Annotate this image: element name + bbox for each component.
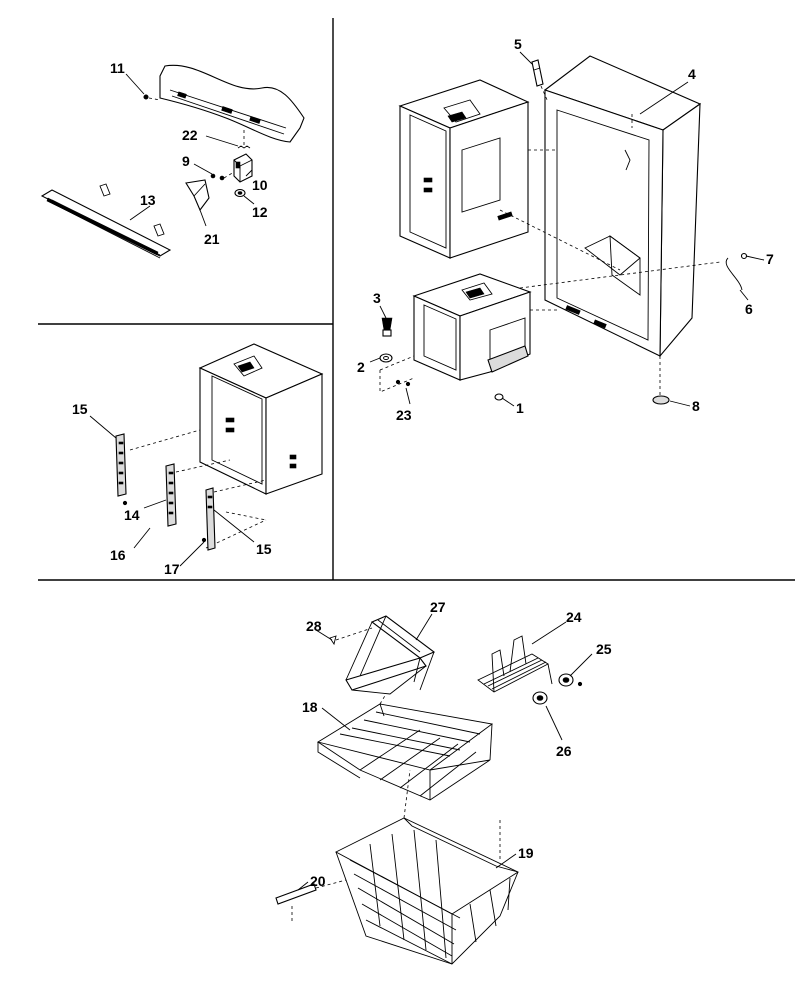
callout-12: 12 <box>252 204 268 220</box>
cabinet-4 <box>543 55 702 395</box>
callout-8: 8 <box>692 398 700 414</box>
screws-9 <box>210 171 235 181</box>
callout-25: 25 <box>596 641 612 657</box>
tube-6 <box>725 252 748 291</box>
callout-20: 20 <box>310 873 326 889</box>
foot-8 <box>652 395 670 405</box>
upper-liner <box>398 79 621 271</box>
screw-11 <box>143 94 161 101</box>
plug-1 <box>494 393 504 401</box>
callout-18: 18 <box>302 699 318 715</box>
bin-27 <box>345 615 436 695</box>
rail-14 <box>165 463 177 527</box>
shelf-rail-cutaway <box>159 64 305 143</box>
callout-9: 9 <box>182 153 190 169</box>
callout-11: 11 <box>110 60 125 76</box>
bracket-10 <box>233 153 253 183</box>
washer-2 <box>379 353 415 393</box>
spring-22 <box>237 130 251 149</box>
liner-with-rails <box>129 343 324 549</box>
callout-23: 23 <box>396 407 412 423</box>
rail-15-right <box>205 487 216 551</box>
leader-lines <box>89 51 765 891</box>
fitting-3 <box>381 317 393 337</box>
panel-dividers <box>38 18 795 581</box>
callout-14: 14 <box>124 507 140 523</box>
callout-15-a: 15 <box>72 401 88 417</box>
callout-17: 17 <box>164 561 180 577</box>
clip-28 <box>329 627 373 646</box>
callout-5: 5 <box>514 36 522 52</box>
basket-18 <box>316 703 494 801</box>
callout-28: 28 <box>306 618 322 634</box>
callout-2: 2 <box>357 359 365 375</box>
handle-20 <box>275 879 347 922</box>
roller-25 <box>558 673 583 687</box>
callout-6: 6 <box>745 301 753 317</box>
clip-21 <box>185 179 210 212</box>
callout-3: 3 <box>373 290 381 306</box>
callout-24: 24 <box>566 609 582 625</box>
callout-7: 7 <box>766 251 774 267</box>
callout-15-b: 15 <box>256 541 272 557</box>
screw-16 <box>122 500 128 506</box>
basket-19 <box>335 817 519 965</box>
washer-12 <box>234 188 246 198</box>
callout-16: 16 <box>110 547 126 563</box>
screw-17 <box>201 537 207 543</box>
rail-15-left <box>115 433 127 497</box>
guide-lines <box>379 693 501 860</box>
callout-26: 26 <box>556 743 572 759</box>
callout-27: 27 <box>430 599 446 615</box>
callout-4: 4 <box>688 66 696 82</box>
callout-22: 22 <box>182 127 198 143</box>
shelf-24 <box>477 635 553 693</box>
callout-19: 19 <box>518 845 534 861</box>
callout-21: 21 <box>204 231 220 247</box>
lower-liner <box>412 261 721 381</box>
trim-13 <box>40 183 172 259</box>
pin-5 <box>531 59 549 103</box>
screws-23 <box>395 379 411 387</box>
callout-1: 1 <box>516 400 524 416</box>
callout-13: 13 <box>140 192 156 208</box>
callout-10: 10 <box>252 177 268 193</box>
roller-26 <box>532 691 548 705</box>
callout-labels: 1 2 3 4 5 6 7 8 9 10 11 12 13 14 15 15 1… <box>72 36 774 889</box>
